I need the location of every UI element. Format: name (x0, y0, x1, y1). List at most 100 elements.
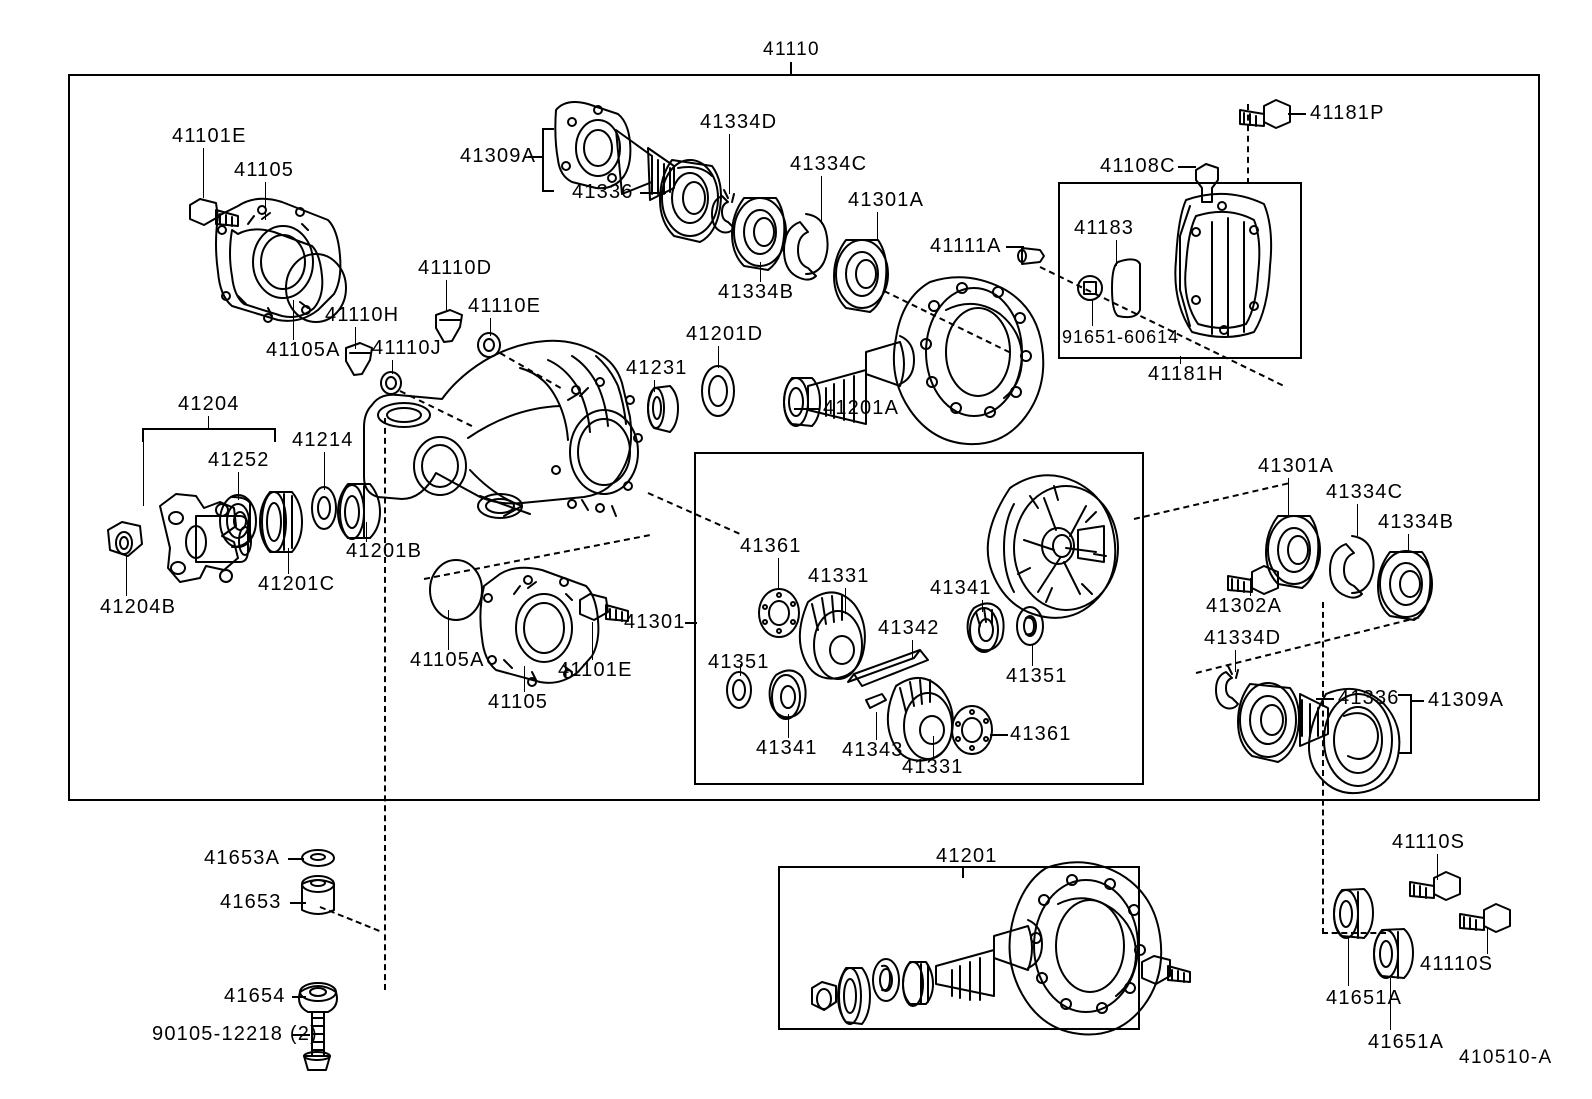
label-41343: 41343 (842, 739, 904, 761)
main-assembly-frame (68, 74, 1540, 801)
leader-41334B (760, 262, 761, 282)
label-41361-a: 41361 (740, 535, 802, 557)
art-41110S-b (1459, 903, 1511, 933)
leader-41334C-right (1357, 504, 1358, 536)
label-41204: 41204 (178, 393, 240, 415)
label-41331-a: 41331 (808, 565, 870, 587)
leader-41110J (392, 360, 393, 374)
leader-41181P (1288, 113, 1306, 115)
label-41653A: 41653A (204, 847, 281, 869)
leader-41653 (290, 902, 306, 904)
dash-bottom-left-horizontal (319, 906, 380, 932)
leader-41201D (718, 346, 719, 368)
leader-41309A-right-stem (1410, 700, 1424, 702)
label-41341-b: 41341 (930, 577, 992, 599)
label-41331-b: 41331 (902, 756, 964, 778)
label-41334D-right: 41334D (1204, 627, 1282, 649)
leader-41183 (1116, 240, 1117, 266)
leader-41302A (1250, 578, 1251, 596)
leader-41309A-bracket (542, 128, 544, 192)
label-41181P: 41181P (1310, 102, 1385, 124)
label-41101E-lower: 41101E (558, 659, 633, 681)
leader-41181H (1180, 356, 1181, 364)
label-41110S-a: 41110S (1392, 831, 1466, 853)
leader-41101E (203, 148, 204, 198)
leader-41334C (821, 176, 822, 224)
art-41110S-a (1409, 871, 1461, 901)
leader-41309A-right-bracket (1410, 694, 1412, 754)
label-41105A: 41105A (266, 339, 341, 361)
leader-41252 (238, 472, 239, 500)
label-41204B: 41204B (100, 596, 177, 618)
leader-41301A (877, 212, 878, 240)
leader-41110S-b (1487, 928, 1488, 954)
label-41361-b: 41361 (1010, 723, 1072, 745)
label-41334B-right: 41334B (1378, 511, 1455, 533)
leader-41110D (446, 280, 447, 312)
art-41651A-b (1373, 928, 1414, 979)
art-41651A-a (1333, 888, 1374, 939)
label-41302A: 41302A (1206, 595, 1283, 617)
leader-41110E (490, 318, 491, 336)
leader-41105-lower (524, 666, 525, 692)
leader-41342 (912, 640, 913, 658)
leader-41105A-lower (448, 610, 449, 650)
leader-41204-bracket-right (274, 428, 276, 442)
dash-right-vertical (1322, 602, 1324, 934)
label-41214: 41214 (292, 429, 354, 451)
leader-41309A-right-bot (1398, 752, 1410, 754)
leader-41201A (794, 408, 820, 410)
label-41181H: 41181H (1148, 363, 1224, 385)
label-41351-a: 41351 (708, 651, 770, 673)
leader-41231 (654, 380, 655, 392)
leader-41214 (324, 452, 325, 490)
leader-41301 (685, 622, 697, 624)
label-41301A: 41301A (848, 189, 925, 211)
leader-41110S-a (1437, 854, 1438, 880)
label-41336: 41336 (572, 181, 634, 203)
label-41231: 41231 (626, 357, 688, 379)
label-41111A: 41111A (930, 235, 1002, 257)
leader-41309A-bot (542, 190, 554, 192)
leader-41201 (962, 868, 964, 878)
leader-41105A (293, 300, 294, 340)
label-41105-lower: 41105 (488, 691, 549, 713)
leader-41351-b (1032, 644, 1033, 666)
leader-41204-to-part (143, 442, 144, 506)
label-41334D: 41334D (700, 111, 778, 133)
leader-90105 (292, 1034, 310, 1036)
label-41110: 41110 (763, 39, 821, 60)
label-41301A-right: 41301A (1258, 455, 1335, 477)
label-41309A: 41309A (460, 145, 537, 167)
leader-41331-b (933, 736, 934, 758)
label-41108C: 41108C (1100, 155, 1176, 177)
label-41654: 41654 (224, 985, 286, 1007)
differential-detail-frame (694, 452, 1144, 785)
label-90105-12218: 90105-12218 (2) (152, 1023, 318, 1045)
label-41201D: 41201D (686, 323, 764, 345)
label-41110S-b: 41110S (1420, 953, 1494, 975)
label-41105: 41105 (234, 159, 295, 181)
label-41309A-right: 41309A (1428, 689, 1505, 711)
label-41334C-right: 41334C (1326, 481, 1404, 503)
label-91651-60614: 91651-60614 (1062, 327, 1180, 347)
leader-41204-bracket-top (142, 428, 276, 430)
label-41252: 41252 (208, 449, 270, 471)
leader-41341-b (982, 600, 983, 612)
leader-41204-stem (208, 416, 209, 428)
label-41183: 41183 (1074, 217, 1135, 239)
label-41110H: 41110H (325, 304, 400, 326)
leader-41201C (288, 548, 289, 574)
leader-41111A (1006, 246, 1024, 248)
label-41334C: 41334C (790, 153, 868, 175)
label-41101E: 41101E (172, 125, 247, 147)
leader-41309A-top (542, 128, 554, 130)
art-41653A-washer (301, 849, 335, 867)
leader-41334D (729, 134, 730, 194)
leader-41341-a (788, 714, 789, 738)
art-41653-mount (301, 875, 335, 915)
diagram-code: 410510-A (1459, 1047, 1553, 1068)
label-41105A-lower: 41105A (410, 649, 485, 671)
label-41301: 41301 (624, 611, 686, 633)
